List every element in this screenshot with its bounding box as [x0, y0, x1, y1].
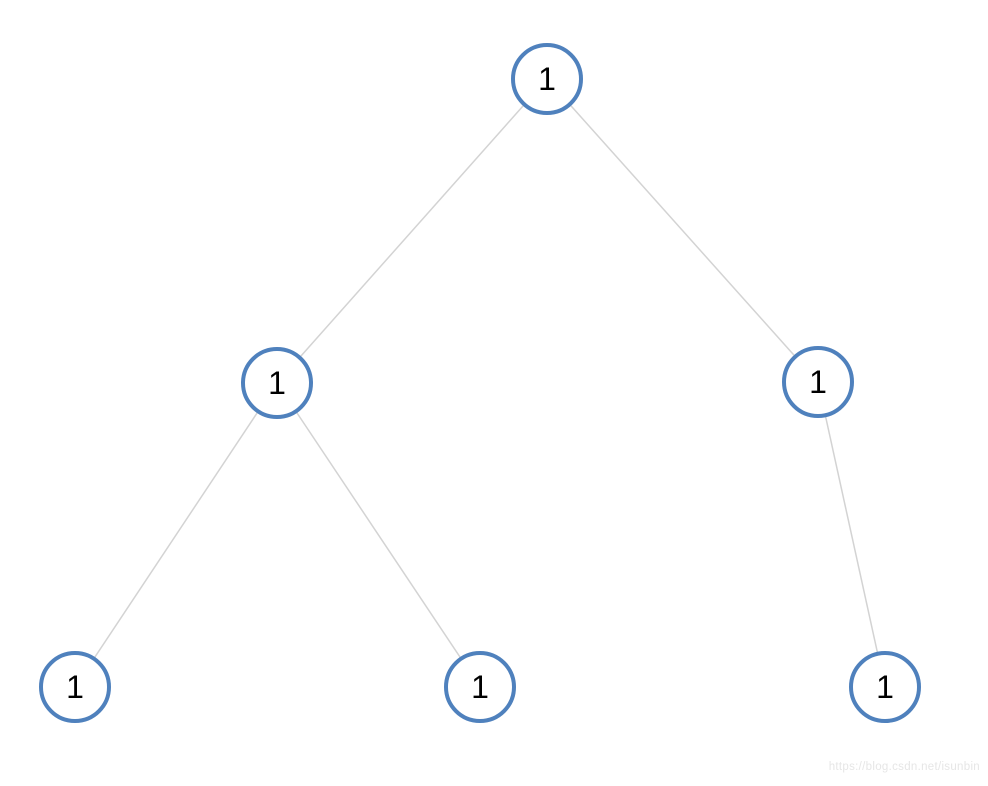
tree-node-label: 1	[876, 669, 894, 705]
tree-node-left-left: 1	[39, 651, 111, 723]
tree-node-circle	[511, 43, 583, 115]
tree-node-circle	[241, 347, 313, 419]
tree-edge-left-to-left-right	[276, 382, 481, 688]
tree-node-circle	[39, 651, 111, 723]
tree-edge-root-to-right	[546, 78, 819, 383]
tree-node-left: 1	[241, 347, 313, 419]
tree-node-circle	[849, 651, 921, 723]
tree-node-label: 1	[809, 364, 827, 400]
tree-edge-left-to-left-left	[74, 382, 278, 688]
tree-node-label: 1	[66, 669, 84, 705]
tree-edge-root-to-left	[276, 78, 548, 384]
tree-node-circle	[444, 651, 516, 723]
tree-node-circle	[782, 346, 854, 418]
tree-node-label: 1	[538, 61, 556, 97]
tree-node-right: 1	[782, 346, 854, 418]
tree-node-left-right: 1	[444, 651, 516, 723]
tree-edge-right-to-right-right	[817, 381, 886, 688]
watermark: https://blog.csdn.net/isunbin	[828, 761, 980, 773]
tree-node-label: 1	[268, 365, 286, 401]
tree-node-right-right: 1	[849, 651, 921, 723]
tree-node-root: 1	[511, 43, 583, 115]
tree-node-label: 1	[471, 669, 489, 705]
